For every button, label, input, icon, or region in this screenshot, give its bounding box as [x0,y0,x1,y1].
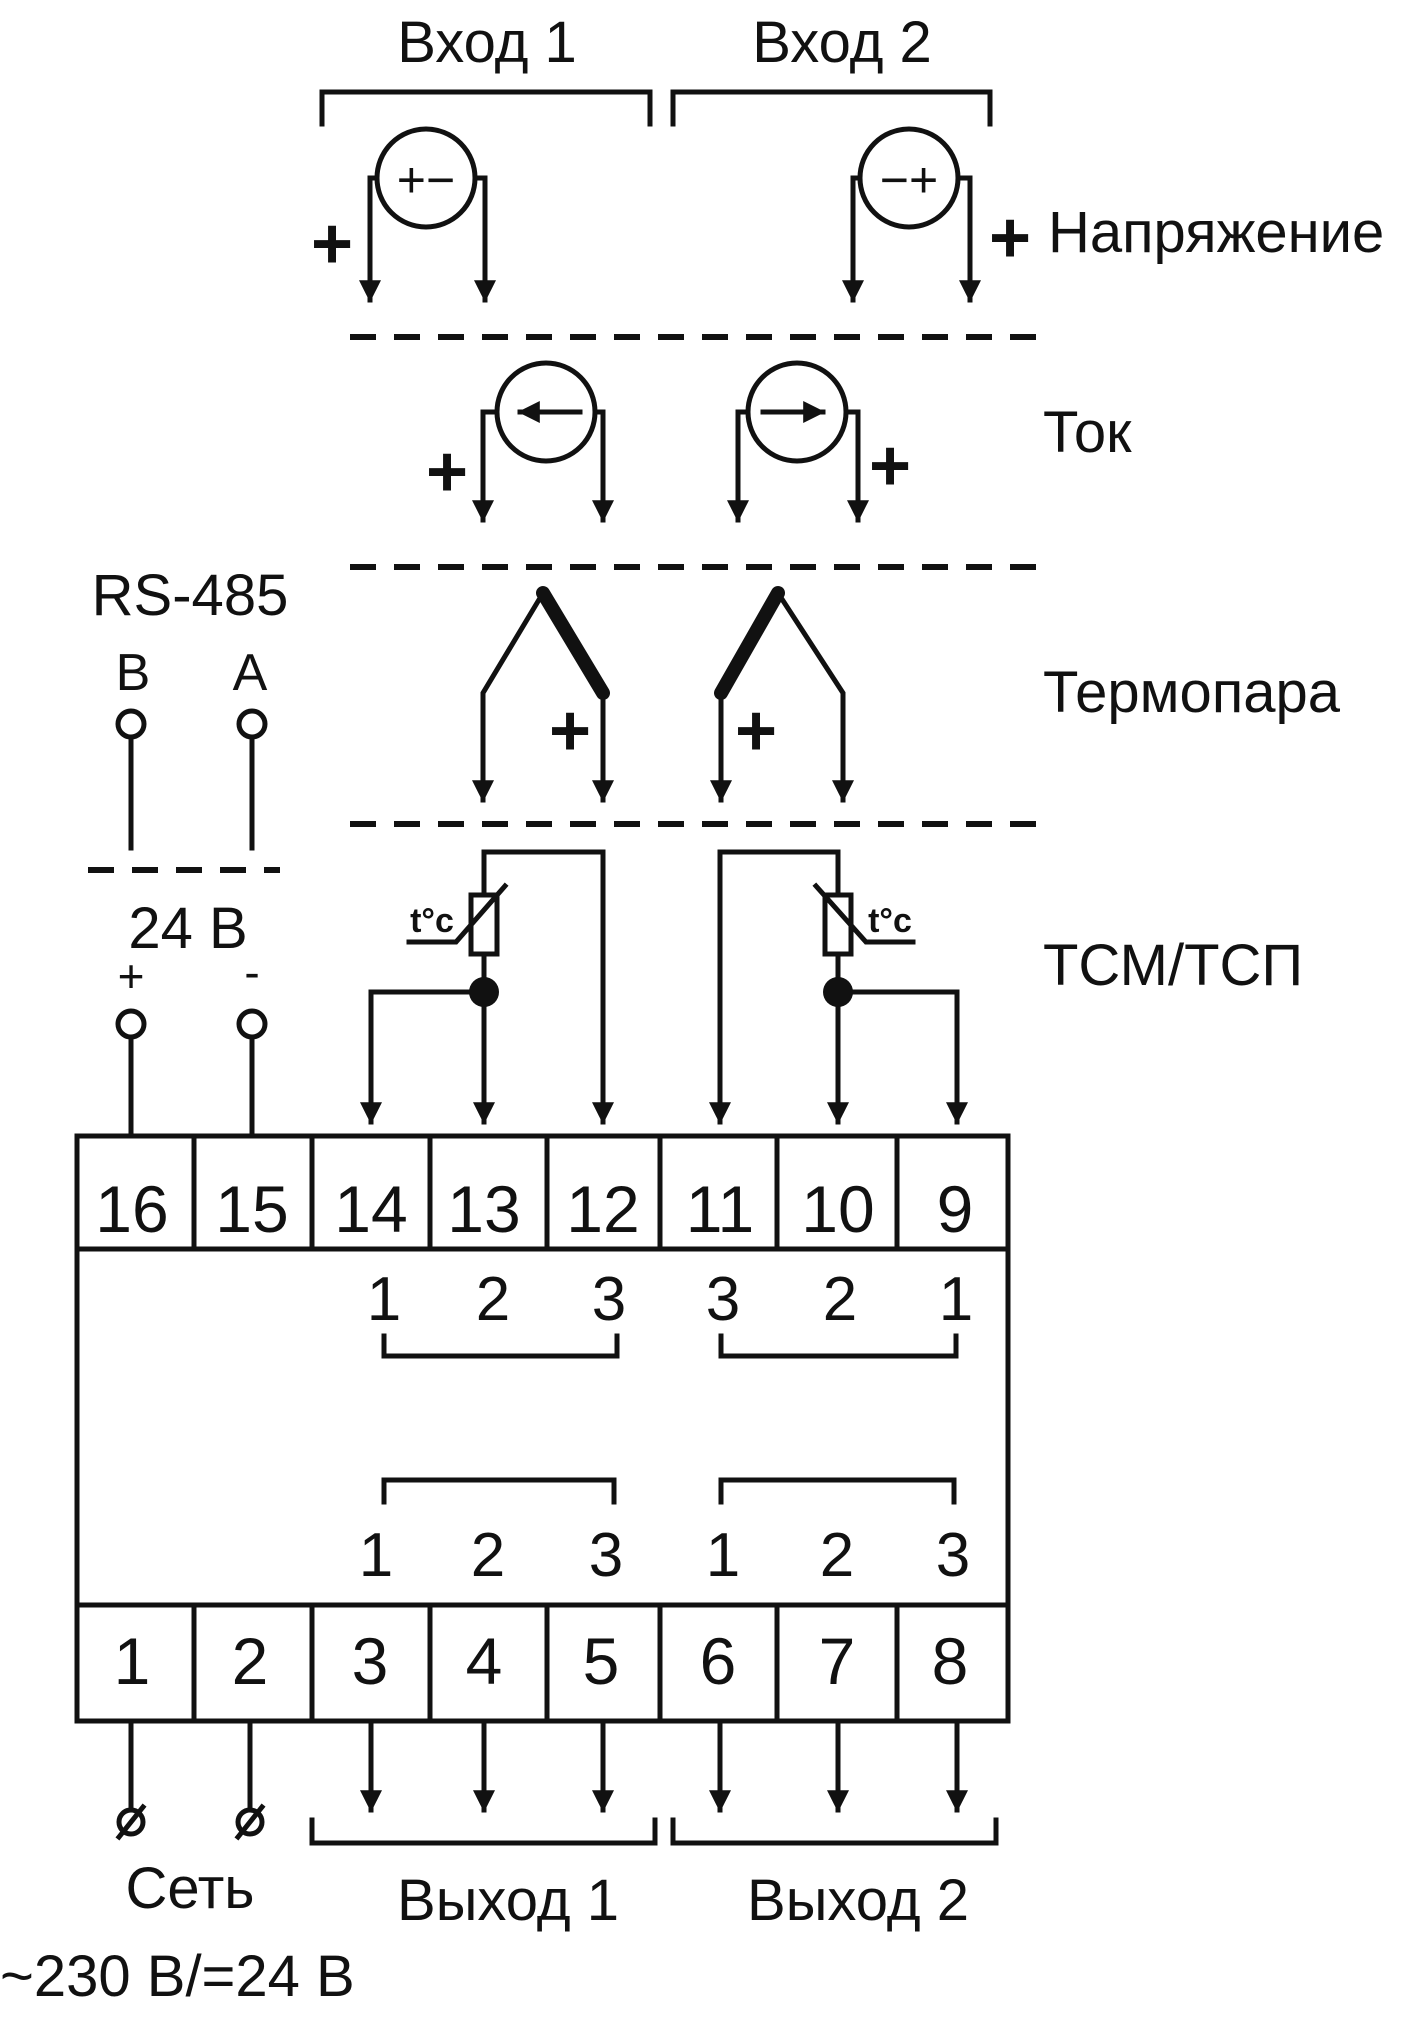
output-2-pin-2: 2 [820,1521,854,1590]
current-plus-input-2: + [869,426,911,506]
rtd-temp-label-input-1: t°c [410,902,454,940]
bottom-terminal-dividers [191,1602,900,1724]
mains-label: Сеть [126,1856,255,1921]
supply-24v-plus-terminal [115,1008,147,1139]
thermocouple-input-1 [472,586,614,803]
terminal-5: 5 [583,1624,620,1698]
input-1-pin-1: 1 [367,1265,401,1334]
input-1-bracket [319,89,653,127]
terminal-4: 4 [466,1624,503,1698]
voltage-source-input-2: −+ [842,126,981,303]
input-1-label: Вход 1 [397,10,577,75]
supply-24v-plus: + [118,950,145,1002]
output-2-pin-bracket [718,1477,957,1505]
terminal-1: 1 [114,1624,151,1698]
input-2-pin-1: 1 [939,1265,973,1334]
terminal-11: 11 [686,1172,755,1246]
output-1-pin-2: 2 [471,1521,505,1590]
terminal-3: 3 [352,1624,389,1698]
terminal-15: 15 [215,1172,288,1246]
mains-terminal-1 [115,1722,147,1841]
terminal-13: 13 [447,1172,520,1246]
current-source-input-2 [727,360,869,523]
supply-24v-minus: - [244,946,259,998]
terminal-8: 8 [932,1624,969,1698]
input-2-pin-2: 2 [823,1265,857,1334]
terminal-14: 14 [334,1172,407,1246]
current-source-input-1 [472,360,614,523]
section-thermocouple-label: Термопара [1043,660,1341,725]
top-terminal-dividers [191,1133,900,1252]
terminal-6: 6 [700,1624,737,1698]
output-2-bracket [670,1817,999,1846]
device-body [74,1133,1011,1724]
thermocouple-plus-input-2: + [735,691,777,771]
rtd-sensor-input-2 [709,849,968,1125]
rs485-title: RS-485 [92,563,289,628]
section-current-label: Ток [1043,400,1132,465]
rs485-b-label: B [116,644,151,702]
input-2-bracket [670,89,993,127]
terminal-12: 12 [566,1172,639,1246]
input-2-pin-bracket [718,1333,959,1359]
input-1-pin-3: 3 [592,1265,626,1334]
terminal-7: 7 [819,1624,856,1698]
output-1-pin-bracket [381,1477,617,1505]
terminal-2: 2 [232,1624,269,1698]
rs485-b-terminal [115,708,147,851]
mains-voltage-label: ~230 В/=24 В [0,1944,355,2009]
output-1-pin-3: 3 [589,1521,623,1590]
voltage-plus-input-2: + [989,198,1031,278]
rtd-temp-label-input-2: t°c [868,902,912,940]
section-voltage-label: Напряжение [1048,200,1384,265]
input-2-label: Вход 2 [752,10,932,75]
input-1-pin-2: 2 [476,1265,510,1334]
input-2-pin-3: 3 [706,1265,740,1334]
rtd-sensor-input-1 [360,849,614,1125]
output-2-pin-3: 3 [936,1521,970,1590]
thermocouple-input-2 [710,586,854,803]
section-rtd-label: ТСМ/ТСП [1043,933,1303,998]
supply-24v-label: 24 В [128,896,247,961]
mains-terminal-2 [234,1722,266,1841]
output-arrows [360,1722,968,1813]
thermocouple-plus-input-1: + [549,691,591,771]
terminal-9: 9 [937,1172,974,1246]
current-plus-input-1: + [426,432,468,512]
voltage-plus-input-1: + [311,204,353,284]
output-1-pin-1: 1 [359,1521,393,1590]
voltage-symbol-input-2: −+ [880,152,938,208]
input-1-pin-bracket [381,1333,620,1359]
voltage-source-input-1: +− [359,126,496,303]
terminal-16: 16 [95,1172,168,1246]
output-2-label: Выход 2 [747,1868,969,1933]
output-2-pin-1: 1 [706,1521,740,1590]
supply-24v-minus-terminal [236,1008,268,1139]
output-1-bracket [309,1817,658,1846]
rs485-a-terminal [236,708,268,851]
voltage-symbol-input-1: +− [397,152,455,208]
terminal-10: 10 [801,1172,874,1246]
rs485-a-label: A [233,644,268,702]
output-1-label: Выход 1 [397,1868,619,1933]
